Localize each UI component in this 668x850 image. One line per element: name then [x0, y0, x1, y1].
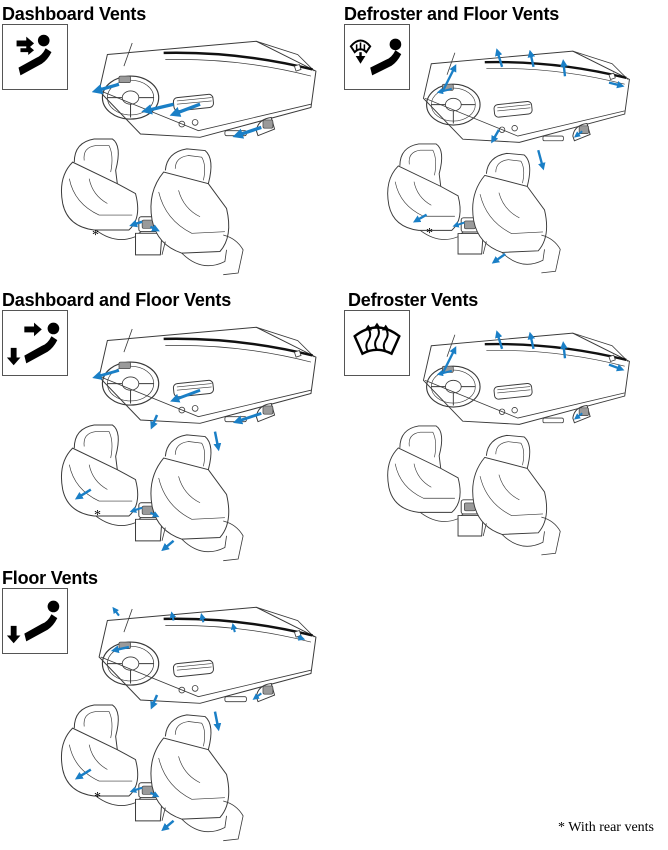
airflow-arrow: [491, 129, 500, 144]
airflow-arrow: [149, 791, 160, 798]
defroster-mode-icon: [344, 310, 410, 376]
airflow-arrow: [150, 694, 159, 710]
airflow-arrow: [149, 511, 160, 518]
interior-illustration-floor: [36, 604, 336, 844]
airflow-arrow: [149, 224, 160, 232]
airflow-arrow: [441, 64, 457, 93]
interior-illustration-defroster: [356, 330, 656, 558]
airflow-arrow: [412, 213, 428, 223]
airflow-arrow: [573, 412, 583, 420]
airflow-arrow: [232, 412, 262, 425]
dashboard-vent-mode-icon: [2, 24, 68, 90]
airflow-arrow: [495, 330, 504, 350]
panel-title-dashboard-floor: Dashboard and Floor Vents: [2, 290, 232, 310]
airflow-arrow: [608, 80, 625, 89]
airflow-arrow: [452, 221, 465, 228]
airflow-arrow: [491, 253, 506, 264]
airflow-arrow: [297, 634, 306, 641]
airflow-arrow: [92, 368, 120, 380]
airflow-arrow: [112, 606, 120, 617]
airflow-arrow: [252, 692, 262, 700]
airflow-arrow: [129, 786, 143, 793]
airflow-arrow: [74, 488, 92, 500]
airflow-arrow: [170, 388, 201, 403]
rear-vent-marker: *: [426, 226, 433, 241]
airflow-arrow: [129, 219, 143, 228]
airflow-arrow: [441, 346, 457, 375]
interior-illustration-dashboard-floor: [36, 324, 336, 564]
defroster-floor-mode-icon: [344, 24, 410, 90]
airflow-arrow: [527, 331, 536, 350]
airflow-arrow: [110, 645, 130, 654]
airflow-arrow: [436, 369, 452, 377]
airflow-arrow: [560, 341, 568, 359]
airflow-arrow: [161, 539, 175, 552]
airflow-arrow: [560, 59, 568, 77]
airflow-arrow: [161, 819, 175, 832]
airflow-arrow: [608, 363, 625, 372]
airflow-arrow: [495, 48, 504, 68]
rear-vent-marker: *: [94, 508, 101, 523]
airflow-arrow: [74, 768, 92, 780]
airflow-arrow: [537, 149, 546, 171]
panel-title-dashboard: Dashboard Vents: [2, 4, 147, 24]
airflow-arrow: [169, 611, 177, 621]
panel-title-defroster-floor: Defroster and Floor Vents: [344, 4, 560, 24]
airflow-arrow: [169, 102, 201, 117]
footnote: * With rear vents: [558, 820, 654, 835]
airflow-arrow: [230, 622, 238, 633]
airflow-arrow: [141, 102, 174, 115]
airflow-arrow: [129, 506, 143, 513]
airflow-arrow: [213, 711, 222, 732]
rear-vent-marker: *: [94, 790, 101, 805]
airflow-arrow: [213, 431, 222, 452]
dashboard-floor-mode-icon: [2, 310, 68, 376]
airflow-arrow: [232, 125, 262, 139]
panel-title-floor: Floor Vents: [2, 568, 98, 588]
airflow-arrow: [199, 613, 206, 623]
interior-illustration-defroster-floor: [356, 48, 656, 276]
airflow-arrow: [527, 49, 536, 68]
interior-illustration-dashboard: [36, 38, 336, 278]
airflow-arrow: [150, 414, 159, 430]
rear-vent-marker: *: [92, 228, 99, 243]
floor-mode-icon: [2, 588, 68, 654]
panel-title-defroster: Defroster Vents: [348, 290, 479, 310]
airflow-arrow: [91, 82, 120, 95]
airflow-arrow: [573, 130, 583, 138]
airflow-arrow: [436, 87, 452, 95]
